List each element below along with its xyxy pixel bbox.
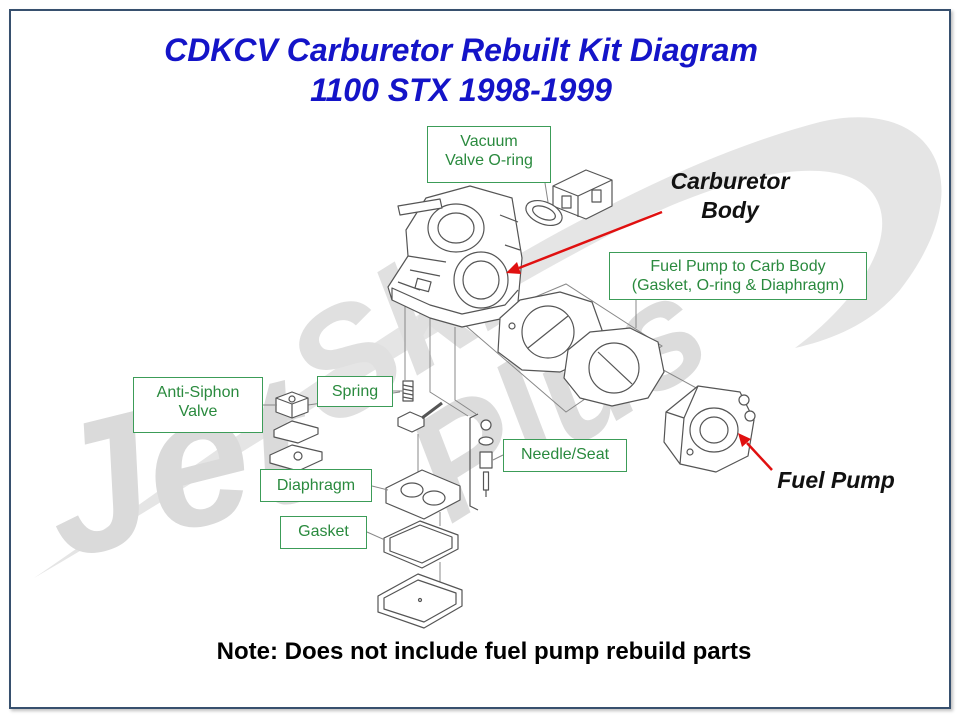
callout-line: Carburetor xyxy=(670,168,790,194)
fuel-pump-edge xyxy=(665,385,699,465)
arrow-head xyxy=(738,433,751,447)
label-anti-siphon-valve: Anti-Siphon Valve xyxy=(133,377,263,433)
anti-siphon-valve-screw xyxy=(288,395,296,403)
leader-diaphragm xyxy=(371,485,389,491)
fuel-pump-diaphragm xyxy=(563,327,665,407)
label-spring: Spring xyxy=(317,376,393,407)
label-fuel-pump-to-carb-body: Fuel Pump to Carb Body (Gasket, O-ring &… xyxy=(609,252,867,300)
anti-siphon-valve-plate xyxy=(273,420,319,444)
vacuum-valve-cover-edge xyxy=(552,179,613,217)
needle-seat xyxy=(479,451,493,469)
leader-vacuum-valve-o-ring xyxy=(544,182,549,203)
arrow-shaft xyxy=(518,210,663,270)
diagram-subtitle: 1100 STX 1998-1999 xyxy=(310,72,612,108)
label-line: Gasket xyxy=(298,522,349,540)
gasket-part-inner xyxy=(389,524,453,564)
slide-frame xyxy=(9,9,951,709)
carburetor-throat-front-inner xyxy=(462,260,500,300)
guide-line xyxy=(429,318,469,417)
anti-siphon-valve-parts xyxy=(269,391,323,472)
label-leader-lines xyxy=(263,182,637,541)
fuel-pump-fitting xyxy=(744,410,756,422)
callout-fuel-pump: Fuel Pump xyxy=(766,466,906,495)
footnote: Note: Does not include fuel pump rebuild… xyxy=(216,638,752,665)
label-line: Needle/Seat xyxy=(520,445,610,463)
label-line: Spring xyxy=(331,383,379,400)
leader-needle-seat xyxy=(492,454,504,461)
spring-coil-turns xyxy=(402,384,414,400)
fuel-pump-body xyxy=(663,385,756,473)
carburetor-shaft xyxy=(397,198,443,216)
diaphragm-part-hole xyxy=(400,482,424,498)
fuel-pump-screw xyxy=(686,448,694,456)
carburetor-throat-top-inner xyxy=(437,212,475,244)
diaphragm-part-outline xyxy=(385,469,461,520)
label-vacuum-valve-o-ring: Vacuum Valve O-ring xyxy=(427,126,551,183)
guide-line xyxy=(454,327,477,415)
carburetor-body xyxy=(387,185,523,328)
leader-gasket xyxy=(366,531,386,541)
diagram-title: CDKCV Carburetor Rebuilt Kit Diagram xyxy=(164,32,758,68)
label-needle-seat: Needle/Seat xyxy=(503,439,627,472)
label-line: Fuel Pump to Carb Body xyxy=(650,258,826,275)
arrow-shaft xyxy=(746,442,773,471)
label-line: Valve O-ring xyxy=(445,151,533,169)
vacuum-valve-o-ring xyxy=(525,199,563,227)
watermark-swoosh xyxy=(34,117,942,579)
gasket-hole xyxy=(508,322,516,330)
o-ring-inner xyxy=(532,205,556,221)
fuel-pump-fitting xyxy=(738,394,750,406)
needle-seat-washer xyxy=(478,436,494,446)
carburetor-flange xyxy=(391,287,519,315)
needle-seat-ring xyxy=(480,419,492,431)
label-line: Vacuum xyxy=(460,132,518,150)
vacuum-valve-cover-slot xyxy=(561,195,572,209)
label-gasket: Gasket xyxy=(280,516,367,549)
gasket-detail xyxy=(527,315,569,349)
label-line: Anti-Siphon xyxy=(156,383,240,401)
bottom-cover-dot xyxy=(417,597,423,603)
spring-parts xyxy=(397,380,443,433)
diaphragm-center xyxy=(588,342,640,394)
anti-siphon-valve-hole xyxy=(293,451,303,461)
diaphragm-detail xyxy=(597,351,633,385)
callout-line: Body xyxy=(701,197,759,223)
label-line: (Gasket, O-ring & Diaphragm) xyxy=(631,277,845,294)
diaphragm-part xyxy=(385,469,461,520)
diaphragm-part-hole xyxy=(422,490,446,506)
needle xyxy=(482,471,490,491)
carburetor-body-arrow xyxy=(506,210,663,274)
label-line: Diaphragm xyxy=(276,477,356,494)
fuel-pump-chamber-inner xyxy=(699,416,729,444)
callout-carburetor-body: Carburetor Body xyxy=(650,167,810,225)
needle-seat-parts xyxy=(469,413,494,511)
label-line: Valve xyxy=(178,402,218,420)
spring-plate xyxy=(397,411,425,433)
label-diaphragm: Diaphragm xyxy=(260,469,372,502)
bottom-cover-part xyxy=(377,573,463,629)
anti-siphon-valve-edge xyxy=(275,397,309,418)
vacuum-valve-cover-slot xyxy=(591,189,602,203)
fuel-pump-arrow xyxy=(738,433,773,471)
carburetor-detail-lines xyxy=(397,214,521,291)
arrow-head xyxy=(506,262,521,274)
exploded-view-guide-lines xyxy=(307,283,701,582)
needle-seat-bracket xyxy=(469,413,479,511)
gasket-part xyxy=(383,520,459,569)
callout-line: Fuel Pump xyxy=(777,467,895,493)
carburetor-boss xyxy=(414,277,432,293)
spring-screw xyxy=(421,401,443,420)
